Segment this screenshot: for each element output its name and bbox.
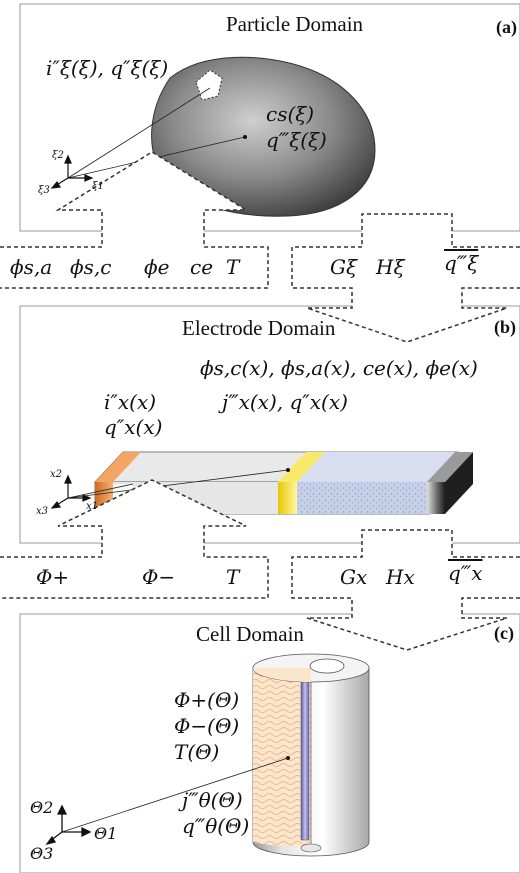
electrode-flux-vars: j‴x(x), q″x(x): [222, 390, 348, 414]
particle-axis-label-2: ξ2: [52, 150, 64, 161]
electrode-field-vars: ϕs,c(x), ϕs,a(x), ce(x), ϕe(x): [200, 356, 478, 380]
electrode-axis-label-3: x3: [36, 506, 49, 517]
up-var-G-xi: Gξ: [330, 255, 357, 279]
cell-interior-point: [286, 756, 290, 760]
battery-cell: [252, 653, 370, 857]
particle-domain-title: Particle Domain: [226, 12, 364, 36]
arrow-up-b-to-a: [291, 213, 520, 343]
arrow-up-c-to-b: [291, 529, 520, 651]
cell-var-q: q‴θ(Θ): [182, 814, 250, 838]
electrode-axes: [50, 474, 92, 509]
particle-surface-label: i″ξ(ξ), q″ξ(ξ): [46, 56, 169, 80]
particle-interior-point: [243, 135, 247, 139]
particle-domain-tag: (a): [496, 17, 517, 37]
cell-leader-lines: [61, 757, 289, 833]
cell-var-Phi-minus: Φ−(Θ): [174, 714, 240, 738]
cell-var-Phi-plus: Φ+(Θ): [174, 688, 240, 712]
down-var-Phi-minus: Φ−: [142, 565, 176, 589]
cell-var-j: j‴θ(Θ): [182, 788, 243, 812]
arrow-down-b-to-c: [0, 479, 269, 599]
electrode-domain-title: Electrode Domain: [182, 316, 336, 340]
up-var-H-x: Hx: [386, 565, 415, 589]
down-var-phi-sa: ϕs,a: [10, 255, 53, 279]
down-var-Phi-plus: Φ+: [36, 565, 70, 589]
electrode-domain-tag: (b): [494, 317, 516, 337]
up-var-q-xi: q‴ξ: [444, 251, 479, 275]
electrode-interior-point: [286, 468, 290, 472]
cell-axis-label-2: Θ2: [30, 798, 54, 817]
particle-axis-label-3: ξ3: [38, 185, 50, 196]
cell-domain-title: Cell Domain: [196, 622, 304, 646]
cell-var-T: T(Θ): [174, 740, 220, 764]
down-var-c-e: ce: [190, 255, 214, 279]
cell-axes: [45, 804, 92, 846]
particle-concentration-label: cs(ξ): [266, 102, 315, 126]
up-var-q-x: q‴x: [448, 561, 483, 585]
cell-domain-tag: (c): [494, 623, 514, 643]
electrode-surface-current: i″x(x): [104, 390, 157, 414]
particle-axes: [50, 154, 94, 189]
cell-axis-label-3: Θ3: [30, 844, 54, 863]
down-var-phi-sc: ϕs,c: [70, 255, 112, 279]
down-var-T: T: [226, 255, 240, 279]
up-var-H-xi: Hξ: [376, 255, 405, 279]
particle-heat-label: q‴ξ(ξ): [266, 128, 327, 152]
down-var-phi-e: ϕe: [144, 255, 170, 279]
cell-axis-label-1: Θ1: [94, 824, 118, 843]
particle-axis-label-1: ξ1: [92, 181, 104, 192]
arrow-down-a-to-b: [0, 151, 269, 289]
electrode-surface-heat: q″x(x): [104, 415, 163, 439]
electrode-axis-label-1: x1: [86, 501, 99, 512]
electrode-axis-label-2: x2: [50, 469, 63, 480]
electrode-leader-lines: [67, 469, 289, 499]
up-var-G-x: Gx: [340, 565, 368, 589]
down-var-T-cell: T: [226, 565, 240, 589]
